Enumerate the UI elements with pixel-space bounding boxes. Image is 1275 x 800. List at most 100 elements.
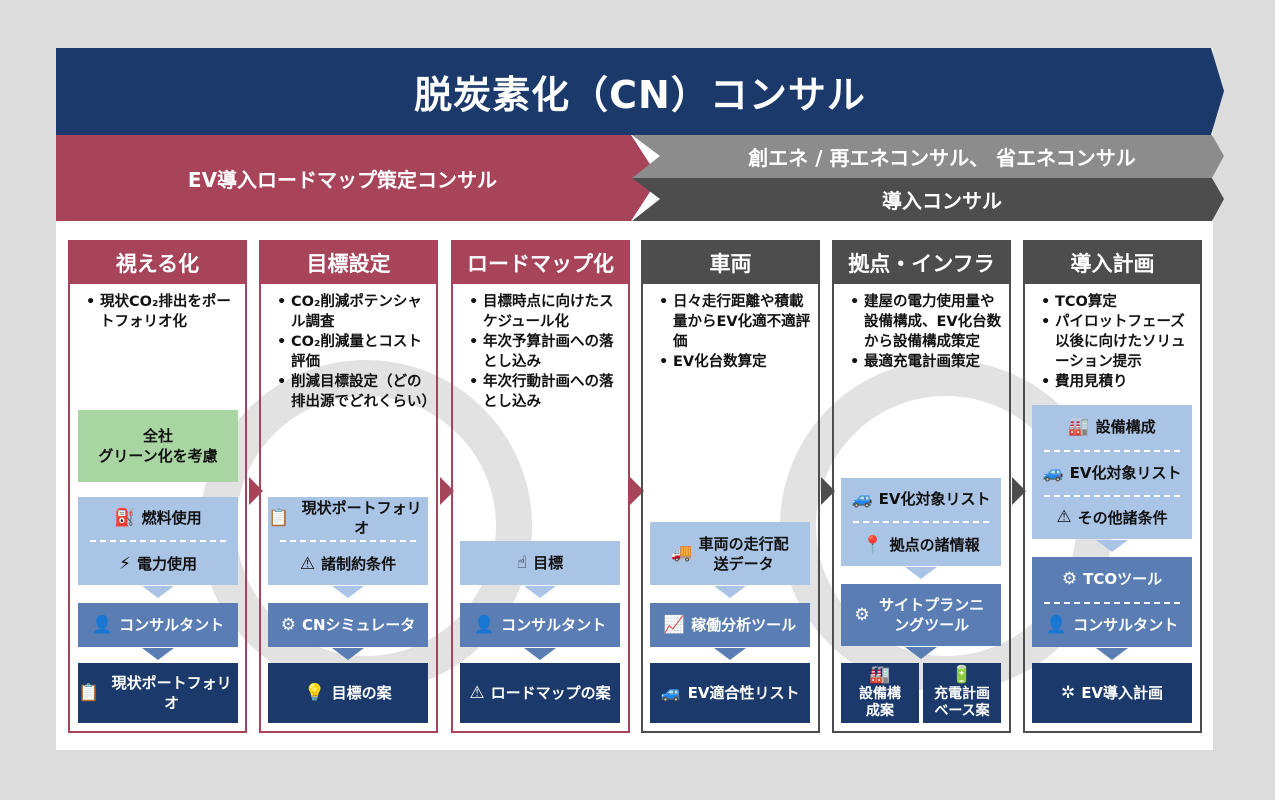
company-green-box: 全社 グリーン化を考慮: [78, 410, 238, 482]
flow-arrow-down-icon: [332, 648, 364, 660]
location-icon: 📍: [862, 534, 884, 555]
gears-icon: ⚙: [1061, 568, 1078, 589]
output-box: 🏭設備構成案: [841, 663, 919, 723]
bullet-item: TCO算定: [1041, 292, 1194, 312]
energy-consulting-band: 創エネ / 再エネコンサル、 省エネコンサル: [632, 135, 1224, 178]
dashed-divider: [1044, 495, 1180, 497]
column-title: 拠点・インフラ: [834, 242, 1009, 284]
clipboard-icon: 📋: [268, 507, 290, 528]
flow-arrow-down-icon: [332, 586, 364, 598]
input-label: EV化対象リスト: [1069, 464, 1182, 482]
flow-arrow-down-icon: [905, 647, 937, 659]
truck-icon: 🚚: [671, 543, 693, 563]
column-target-setting: 目標設定 CO₂削減ポテンシャル調査 CO₂削減量とコスト評価 削減目標設定（ど…: [259, 240, 438, 733]
output-box: 📋 現状ポートフォリオ: [78, 663, 238, 723]
output-box: 🔋充電計画ベース案: [923, 663, 1001, 723]
bullet-item: 日々走行距離や積載量からEV化適不適評価: [659, 292, 812, 352]
bullet-item: CO₂削減量とコスト評価: [277, 332, 430, 372]
dashed-divider: [1044, 450, 1180, 452]
consultant-icon: 👤: [91, 614, 114, 635]
flow-arrow-down-icon: [524, 648, 556, 660]
tool-box: ⚙ サイトプランニングツール: [841, 584, 1001, 646]
factory-icon: 🏭: [1068, 416, 1090, 437]
column-title: ロードマップ化: [453, 242, 628, 284]
column-title: 導入計画: [1025, 242, 1200, 284]
network-icon: ✲: [1060, 682, 1076, 703]
input-label: 目標: [533, 554, 564, 572]
tool-box: 👤コンサルタント: [460, 603, 620, 647]
green-box-line: 全社: [142, 427, 173, 445]
output-box: 💡目標の案: [268, 663, 428, 723]
bullet-item: パイロットフェーズ以後に向けたソリューション提示: [1041, 312, 1194, 372]
column-introduction-plan: 導入計画 TCO算定 パイロットフェーズ以後に向けたソリューション提示 費用見積…: [1023, 240, 1202, 733]
clipboard-icon: 📋: [78, 682, 100, 703]
column-bullets: 建屋の電力使用量や設備構成、EV化台数から設備構成策定 最適充電計画策定: [850, 292, 1003, 372]
output-label: 目標の案: [331, 684, 392, 702]
fuel-icon: ⛽: [114, 507, 136, 528]
title-banner: 脱炭素化（CN）コンサル: [56, 48, 1224, 135]
input-item: ⚡電力使用: [78, 543, 238, 585]
input-label: 電力使用: [136, 555, 197, 573]
output-box: ✲EV導入計画: [1032, 663, 1192, 723]
introduction-consulting-band: 導入コンサル: [632, 178, 1224, 221]
flow-arrow-down-icon: [905, 567, 937, 579]
battery-icon: 🔋: [951, 664, 973, 685]
flow-arrow-right-icon: [630, 477, 644, 505]
flow-arrow-down-icon: [142, 648, 174, 660]
tool-box: 📈稼働分析ツール: [650, 603, 810, 647]
ev-roadmap-band: EV導入ロードマップ策定コンサル: [56, 135, 659, 221]
column-bullets: 日々走行距離や積載量からEV化適不適評価 EV化台数算定: [659, 292, 812, 372]
dashed-divider: [90, 540, 226, 542]
tool-label: サイトプランニングツール: [879, 596, 985, 634]
output-label: EV適合性リスト: [687, 684, 800, 702]
tool-label: コンサルタント: [1073, 616, 1179, 634]
bullet-item: 削減目標設定（どの排出源でどれくらい）: [277, 372, 436, 412]
bullet-item: EV化台数算定: [659, 352, 812, 372]
ev-check-icon: 🚙: [851, 488, 873, 509]
flow-arrow-right-icon: [1012, 477, 1026, 505]
bullet-item: 費用見積り: [1041, 372, 1194, 392]
column-roadmap: ロードマップ化 目標時点に向けたスケジュール化 年次予算計画への落とし込み 年次…: [451, 240, 630, 733]
input-item: 📍拠点の諸情報: [841, 524, 1001, 566]
site-planning-icon: ⚙: [854, 604, 870, 625]
bullet-item: 年次予算計画への落とし込み: [469, 332, 622, 372]
warning-icon: ⚠: [1056, 507, 1072, 527]
input-group: ⛽燃料使用 ⚡電力使用: [78, 497, 238, 585]
dashed-divider: [280, 540, 416, 542]
input-label: 設備構成: [1095, 418, 1156, 436]
column-vehicle: 車両 日々走行距離や積載量からEV化適不適評価 EV化台数算定: [641, 240, 820, 733]
bullet-item: CO₂削減ポテンシャル調査: [277, 292, 430, 332]
gears-icon: ⚙: [280, 614, 296, 635]
input-item: 📋現状ポートフォリオ: [268, 497, 428, 539]
output-label: ロードマップの案: [490, 684, 611, 702]
ev-check-icon: 🚙: [660, 682, 682, 703]
factory-icon: 🏭: [869, 664, 891, 685]
column-bullets: 目標時点に向けたスケジュール化 年次予算計画への落とし込み 年次行動計画への落と…: [469, 292, 622, 412]
ev-check-icon: 🚙: [1042, 462, 1064, 483]
input-label: 車両の走行配送データ: [698, 534, 789, 573]
column-site-infrastructure: 拠点・インフラ 建屋の電力使用量や設備構成、EV化台数から設備構成策定 最適充電…: [832, 240, 1011, 733]
warning-icon: ⚠: [469, 682, 485, 703]
flow-arrow-down-icon: [1096, 648, 1128, 660]
output-label: 現状ポートフォリオ: [111, 674, 232, 712]
input-item: ⛽燃料使用: [78, 497, 238, 539]
input-group: 🚙 EV化対象リスト 📍拠点の諸情報: [841, 478, 1001, 566]
tool-label: TCOツール: [1083, 570, 1163, 588]
tool-label: 稼働分析ツール: [691, 616, 797, 634]
consultant-icon: 👤: [473, 614, 496, 635]
column-title: 車両: [643, 242, 818, 284]
flow-arrow-down-icon: [714, 648, 746, 660]
bullet-item: 現状CO₂排出をポートフォリオ化: [86, 292, 239, 332]
column-bullets: 現状CO₂排出をポートフォリオ化: [86, 292, 239, 332]
input-box: ☝目標: [460, 541, 620, 585]
tool-item: ⚙ TCOツール: [1032, 557, 1192, 601]
input-item: 🚙 EV化対象リスト: [841, 478, 1001, 520]
input-label: EV化対象リスト: [878, 490, 991, 508]
tool-box: ⚙CNシミュレータ: [268, 603, 428, 647]
output-box: 🚙 EV適合性リスト: [650, 663, 810, 723]
column-title: 目標設定: [261, 242, 436, 284]
green-box-line: グリーン化を考慮: [98, 447, 218, 465]
tool-box: 👤コンサルタント: [78, 603, 238, 647]
flow-arrow-right-icon: [821, 477, 835, 505]
bullet-item: 年次行動計画への落とし込み: [469, 372, 622, 412]
